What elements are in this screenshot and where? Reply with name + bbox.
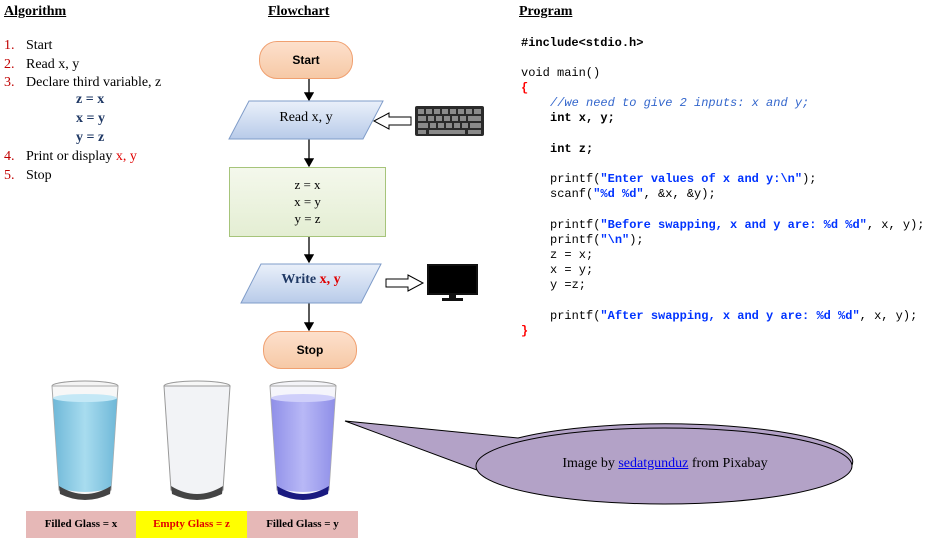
flowchart-process: z = x x = y y = z [229, 167, 386, 237]
algorithm-step: 5.Stop [4, 167, 52, 183]
caption-filled-glass-x: Filled Glass = x [26, 511, 136, 538]
code-comment: //we need to give 2 inputs: x and y; [550, 96, 810, 110]
flowchart-stop: Stop [263, 331, 357, 369]
process-line: y = z [294, 211, 321, 226]
program-heading: Program [519, 4, 573, 19]
code-decl-z: int z; [550, 142, 594, 156]
empty-glass-z-icon [163, 380, 231, 500]
code-decl-xy: int x, y; [550, 111, 615, 125]
caption-empty-glass-z: Empty Glass = z [136, 511, 247, 538]
algorithm-step: 1.Start [4, 38, 53, 53]
process-line: x = y [294, 194, 321, 209]
filled-glass-x-icon [51, 380, 119, 500]
algorithm-step: 3.Declare third variable, z [4, 75, 162, 90]
algorithm-equation: z = x [76, 92, 105, 107]
algorithm-step: 4.Print or display x, y [4, 149, 137, 164]
algorithm-steps: 1.Start 2.Read x, y 3.Declare third vari… [4, 37, 161, 93]
input-hollow-arrow [372, 112, 412, 130]
code-printf-3: printf("\n"); [550, 233, 644, 247]
code-assign-y: y =z; [550, 278, 587, 292]
flowchart-read-label: Read x, y [279, 110, 333, 125]
code-open-brace: { [521, 81, 529, 95]
code-include: #include<stdio.h> [521, 36, 644, 50]
algorithm-step: 2.Read x, y [4, 56, 80, 72]
algorithm-heading: Algorithm [4, 4, 67, 19]
write-parallelogram [240, 263, 382, 304]
keyboard-icon [415, 106, 484, 136]
process-line: z = x [294, 177, 321, 192]
code-printf-1: printf("Enter values of x and y:\n"); [550, 172, 817, 186]
monitor-icon [427, 264, 478, 302]
output-hollow-arrow [385, 274, 425, 292]
algorithm-steps-2: 4.Print or display x, y 5.Stop [4, 148, 137, 185]
algorithm-equation: y = z [76, 130, 105, 145]
code-close-brace: } [521, 324, 529, 338]
flowchart-heading: Flowchart [268, 4, 330, 19]
filled-glass-y-icon [269, 380, 337, 500]
callout-text: Image by sedatgunduz from Pixabay [562, 456, 768, 471]
code-main: void main() [521, 66, 601, 80]
flowchart-write-label: Write x, y [281, 272, 341, 287]
algorithm-equation: x = y [76, 111, 105, 126]
read-parallelogram [228, 100, 384, 140]
caption-filled-glass-y: Filled Glass = y [247, 511, 358, 538]
code-assign-x: x = y; [550, 263, 594, 277]
flowchart-start: Start [259, 41, 353, 79]
code-printf-2: printf("Before swapping, x and y are: %d… [550, 218, 925, 232]
code-scanf: scanf("%d %d", &x, &y); [550, 187, 716, 201]
code-printf-4: printf("After swapping, x and y are: %d … [550, 309, 918, 323]
sedatgunduz-link[interactable]: sedatgunduz [618, 456, 689, 471]
code-assign-z: z = x; [550, 248, 594, 262]
